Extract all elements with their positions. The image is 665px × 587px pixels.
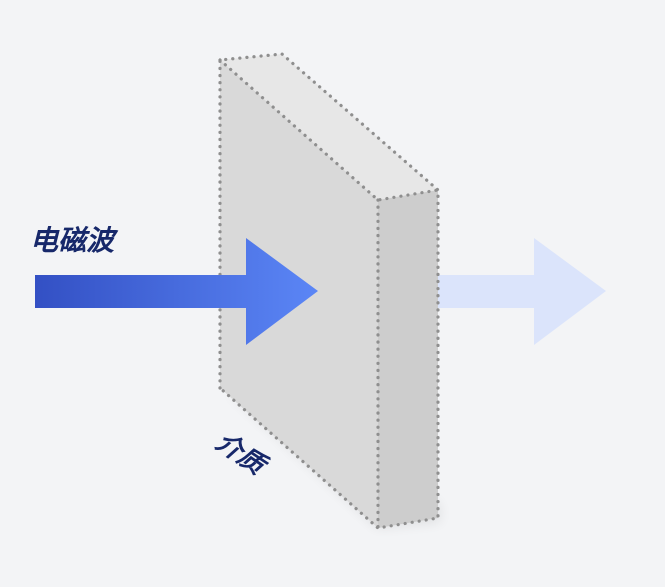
incident-arrow <box>35 238 318 345</box>
transmitted-arrow <box>378 238 606 345</box>
slab-outline <box>218 52 440 530</box>
slab-side-face <box>378 190 438 528</box>
wave-label: 电磁波 <box>30 224 119 257</box>
slab-top-face <box>220 54 438 200</box>
